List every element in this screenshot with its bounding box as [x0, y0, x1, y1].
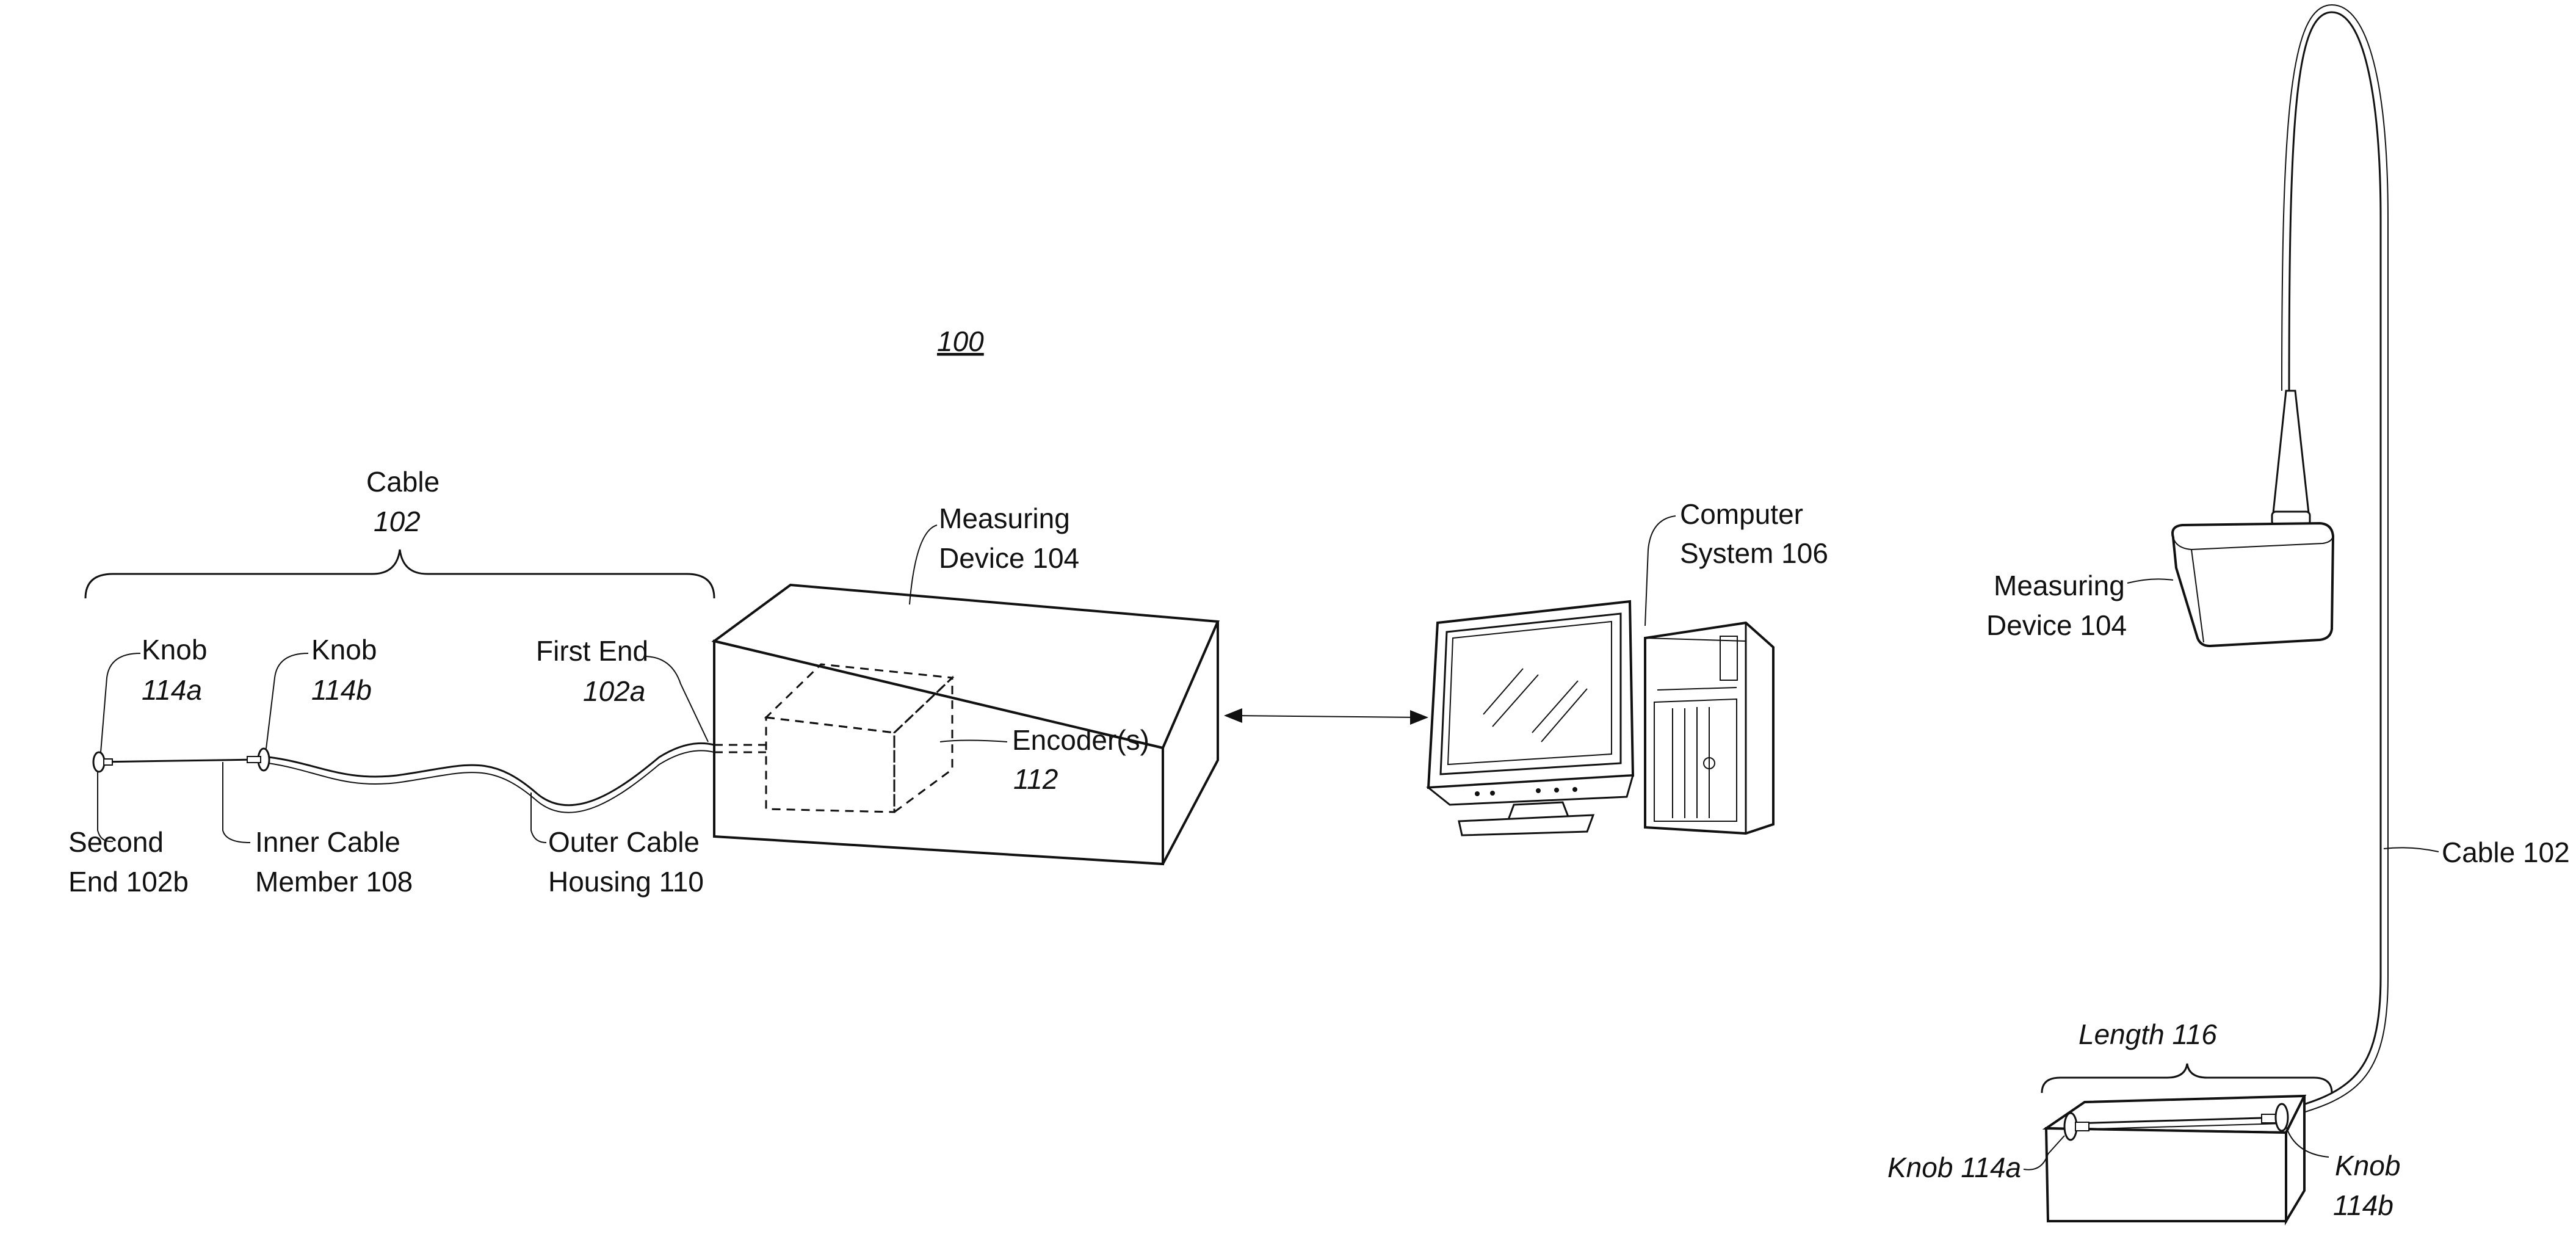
right-measuring-device-ref: 104 — [2080, 609, 2127, 641]
inner-cable-ref: 108 — [366, 866, 413, 898]
right-measuring-device-label-line2: Device 104 — [1986, 609, 2127, 641]
knob-114a-leader — [101, 653, 140, 752]
device-computer-arrow — [1224, 708, 1428, 725]
right-cable-label: Cable 102 — [2442, 836, 2570, 868]
measuring-device-label-line1: Measuring — [939, 503, 1070, 534]
outer-cable-label-word: Housing — [548, 866, 651, 898]
computer-system — [1428, 601, 1773, 835]
outer-cable-label-line2: Housing 110 — [548, 866, 704, 898]
second-end-label-line1: Second — [68, 826, 164, 858]
knob-114a-label: Knob — [142, 634, 207, 666]
computer-label-word: System — [1680, 537, 1773, 569]
second-end-ref: 102b — [126, 866, 189, 898]
right-cable-ref: 102 — [2523, 836, 2570, 868]
first-end-label: First End — [536, 635, 648, 667]
encoder-ref: 112 — [1013, 763, 1058, 795]
first-end-leader — [644, 656, 708, 742]
measuring-device-ref: 104 — [1032, 542, 1079, 574]
right-knob-114b-ref: 114b — [2333, 1189, 2393, 1221]
right-cable-label-word: Cable — [2442, 836, 2515, 868]
cable-label: Cable — [366, 466, 440, 498]
computer-label-line1: Computer — [1680, 498, 1803, 530]
right-knob-114b-label: Knob — [2335, 1150, 2400, 1181]
right-measuring-device — [2173, 523, 2333, 646]
right-measuring-device-label-line1: Measuring — [1994, 570, 2125, 601]
inner-cable-label-line2: Member 108 — [255, 866, 413, 898]
knob-114a-ref: 114a — [142, 674, 202, 706]
right-view: Measuring Device 104 Cable 102 Length 11… — [1887, 5, 2570, 1221]
cable-brace — [85, 550, 714, 598]
first-end-ref: 102a — [583, 675, 645, 707]
right-knob-114a-label: Knob 114a — [1887, 1152, 2021, 1183]
computer-label-line2: System 106 — [1680, 537, 1828, 569]
encoder-label: Encoder(s) — [1012, 724, 1149, 756]
inner-cable-leader — [223, 762, 250, 843]
second-end-label-word: End — [68, 866, 118, 898]
measuring-device-label-word: Device — [939, 542, 1025, 574]
inner-cable-label-word: Member — [255, 866, 358, 898]
length-label: Length 116 — [2079, 1018, 2217, 1050]
knob-114a — [93, 752, 112, 772]
knob-114b-label: Knob — [311, 634, 377, 666]
second-end-label-line2: End 102b — [68, 866, 189, 898]
inner-cable-member — [98, 760, 256, 762]
measuring-device-label-line2: Device 104 — [939, 542, 1079, 574]
left-view: Cable 102 Measuring Device 104 Encoder(s… — [68, 466, 1828, 898]
strain-relief-cone — [2273, 391, 2309, 513]
knob-114b-leader — [266, 653, 308, 749]
inner-cable-label-line1: Inner Cable — [255, 826, 400, 858]
right-measuring-device-leader — [2127, 579, 2173, 583]
right-measuring-device-label-word: Device — [1986, 609, 2072, 641]
outer-cable-leader — [531, 793, 546, 843]
length-brace — [2042, 1064, 2332, 1093]
cable-ref: 102 — [374, 506, 421, 537]
outer-cable-ref: 110 — [659, 866, 704, 898]
knob-114b — [247, 749, 269, 771]
outer-cable-label-line1: Outer Cable — [548, 826, 700, 858]
measuring-device-leader — [910, 525, 937, 604]
outer-cable-housing-inner-line — [269, 750, 714, 812]
computer-leader — [1645, 516, 1676, 626]
figure-ref-label: 100 — [937, 325, 984, 357]
computer-ref: 106 — [1781, 537, 1828, 569]
right-cable-leader — [2384, 847, 2439, 852]
knob-114b-ref: 114b — [311, 674, 372, 706]
